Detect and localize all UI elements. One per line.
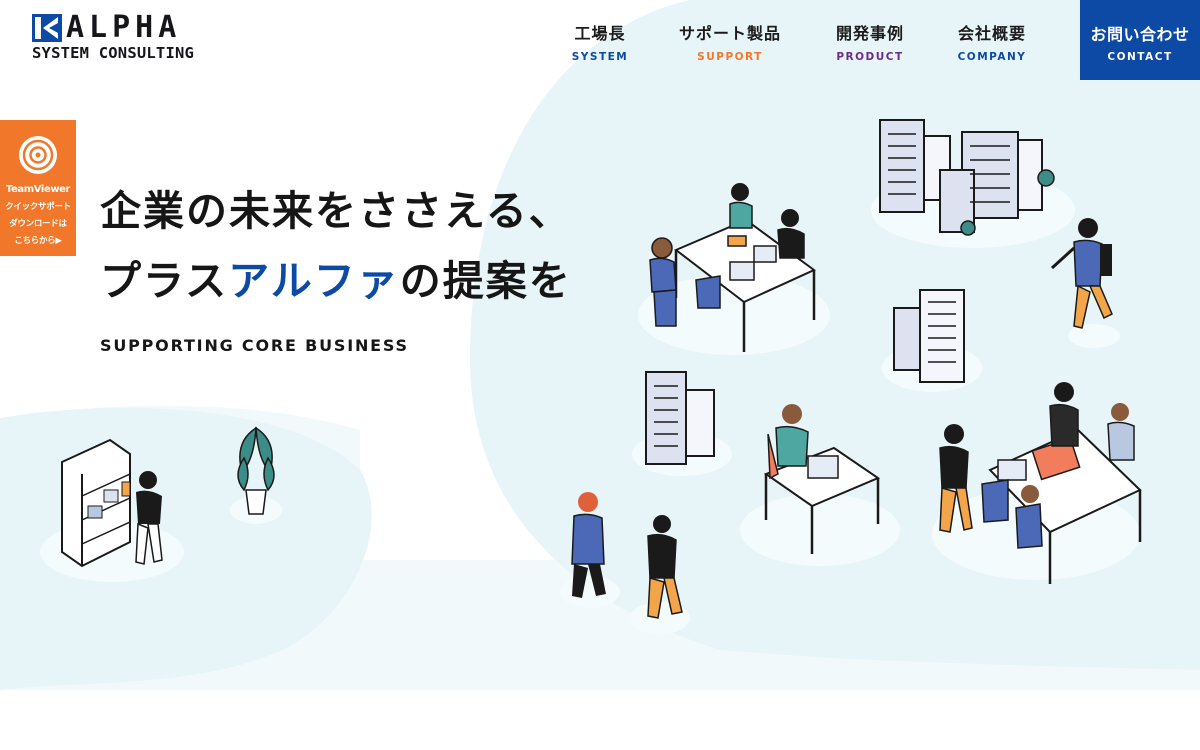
walking-women-illustration — [560, 492, 690, 634]
nav-label-ja: 開発事例 — [835, 24, 904, 43]
office-team-illustration — [932, 382, 1142, 584]
hero-headline: 企業の未来をささえる、 プラスアルファの提案を — [100, 176, 572, 316]
nav-label-ja: サポート製品 — [678, 24, 781, 43]
teamviewer-name: TeamViewer — [5, 184, 71, 195]
site-logo[interactable]: ALPHA SYSTEM CONSULTING — [32, 10, 238, 66]
teamviewer-line-1: クイックサポート — [5, 202, 71, 212]
hero-line2-before: プラス — [100, 257, 229, 305]
teamviewer-download-tab[interactable]: TeamViewer クイックサポート ダウンロードは こちらから▶ — [0, 120, 76, 256]
contact-label-ja: お問い合わせ — [1090, 25, 1190, 44]
logo-mark-icon — [32, 14, 62, 42]
bookshelf-person-illustration — [40, 438, 184, 582]
hero-headline-line-2: プラスアルファの提案を — [100, 246, 572, 316]
hero-line2-after: の提案を — [399, 257, 572, 305]
nav-item-company[interactable]: 会社概要 COMPANY — [932, 20, 1052, 63]
server-racks-illustration — [632, 371, 732, 476]
potted-plant-icon — [230, 426, 282, 524]
nav-label-ja: 工場長 — [574, 24, 626, 43]
teamviewer-line-3: こちらから▶ — [14, 236, 62, 246]
teamviewer-icon — [19, 136, 57, 174]
small-buildings-illustration — [882, 289, 982, 392]
nav-label-en: PRODUCT — [836, 51, 904, 63]
nav-item-system[interactable]: 工場長 SYSTEM — [548, 20, 652, 63]
hero-headline-line-1: 企業の未来をささえる、 — [100, 187, 572, 235]
hero-subtitle: SUPPORTING CORE BUSINESS — [100, 336, 409, 355]
main-nav: 工場長 SYSTEM サポート製品 SUPPORT 開発事例 PRODUCT 会… — [548, 20, 1052, 63]
walking-person-illustration — [1050, 218, 1120, 348]
meeting-desk-illustration — [638, 183, 830, 355]
teamviewer-line-2: ダウンロードは — [9, 219, 67, 229]
hero-line2-accent: アルファ — [228, 257, 400, 305]
nav-label-en: COMPANY — [957, 51, 1027, 63]
contact-label-en: CONTACT — [1107, 51, 1173, 63]
nav-label-ja: 会社概要 — [957, 24, 1026, 43]
contact-button[interactable]: お問い合わせ CONTACT — [1080, 0, 1200, 80]
nav-item-product[interactable]: 開発事例 PRODUCT — [808, 20, 932, 63]
nav-label-en: SYSTEM — [571, 51, 629, 63]
nav-label-en: SUPPORT — [697, 51, 763, 63]
laptop-desk-illustration — [740, 404, 900, 566]
logo-word: ALPHA — [66, 10, 182, 45]
buildings-cluster-illustration — [871, 119, 1075, 248]
logo-subtitle: SYSTEM CONSULTING — [32, 44, 195, 62]
nav-item-support[interactable]: サポート製品 SUPPORT — [652, 20, 808, 63]
